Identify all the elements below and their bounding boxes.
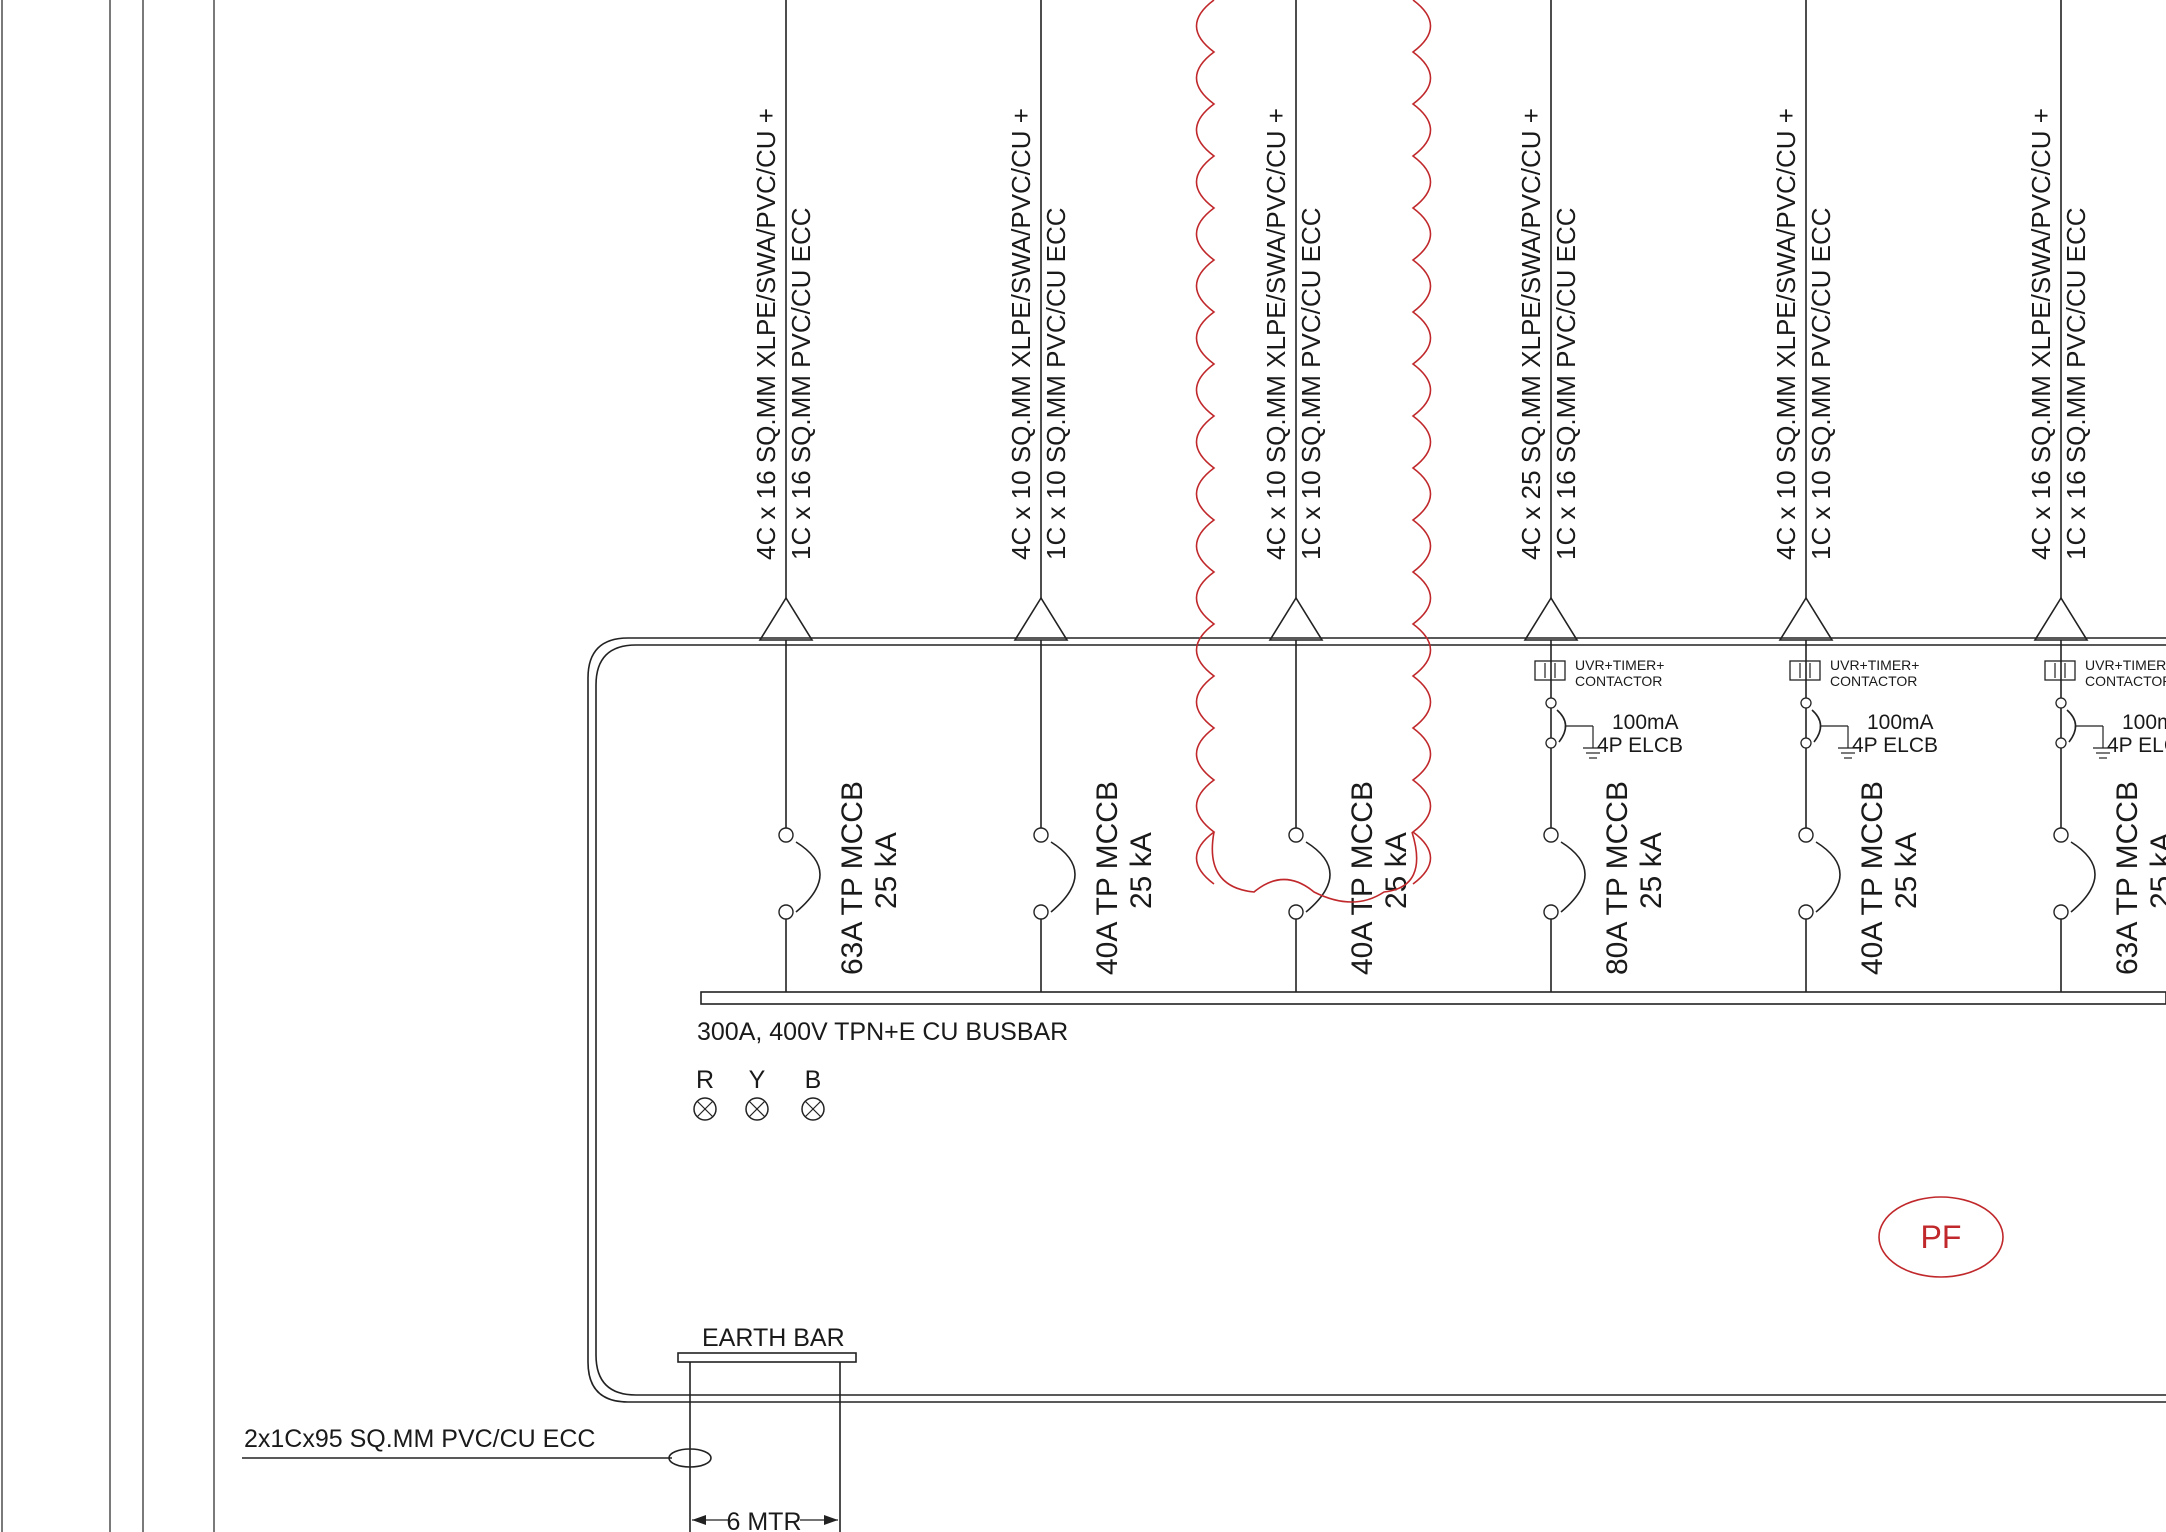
elcb-rating: 100mA — [2122, 711, 2166, 734]
revision-cloud — [1195, 0, 1432, 885]
contactor-label: UVR+TIMER+ — [1830, 657, 1919, 673]
cable-gland-triangle — [1523, 596, 1579, 641]
cable-main-label: 4C x 10 SQ.MM XLPE/SWA/PVC/CU + — [1771, 108, 1801, 560]
mccb-rating-label: 40A TP MCCB — [1091, 781, 1124, 975]
earth-bar-label: EARTH BAR — [702, 1324, 845, 1352]
feeder-1: 4C x 16 SQ.MM XLPE/SWA/PVC/CU +1C x 16 S… — [751, 0, 903, 992]
panel-enclosure — [587, 637, 2166, 1403]
elcb-contact — [1556, 709, 1567, 743]
revision-cloud-bottom — [1211, 831, 1418, 903]
contactor-label: UVR+TIMER+ — [2085, 657, 2166, 673]
elcb-type: 4P ELCB — [2107, 734, 2166, 757]
feeder-3: 4C x 10 SQ.MM XLPE/SWA/PVC/CU +1C x 10 S… — [1195, 0, 1432, 992]
mccb-rating-label: 63A TP MCCB — [2111, 781, 2144, 975]
contactor-label: CONTACTOR — [2085, 673, 2166, 689]
cable-main-label: 4C x 10 SQ.MM XLPE/SWA/PVC/CU + — [1261, 108, 1291, 560]
contactor-label: CONTACTOR — [1830, 673, 1917, 689]
cable-ecc-label: 1C x 10 SQ.MM PVC/CU ECC — [1296, 207, 1326, 560]
mccb-contact-bottom — [2053, 904, 2069, 920]
mccb-ka-label: 25 kA — [2145, 832, 2166, 909]
elcb-rating: 100mA — [1867, 711, 1934, 734]
earth-bar — [677, 1352, 857, 1363]
mccb-switch-arc — [2070, 841, 2096, 913]
mccb-ka-label: 25 kA — [1125, 832, 1158, 909]
indicator-lamp-icon — [693, 1097, 717, 1121]
mccb-contact-top — [2053, 827, 2069, 843]
mccb-contact-top — [778, 827, 794, 843]
elcb-type: 4P ELCB — [1852, 734, 1938, 757]
cable-ecc-label: 1C x 10 SQ.MM PVC/CU ECC — [1041, 207, 1071, 560]
drawing-frame — [1, 0, 215, 1532]
contactor-label: CONTACTOR — [1575, 673, 1662, 689]
elcb-contact — [2066, 709, 2077, 743]
feeder-4: 4C x 25 SQ.MM XLPE/SWA/PVC/CU +1C x 16 S… — [1516, 0, 1683, 992]
mccb-switch-arc — [1305, 841, 1331, 913]
mccb-contact-top — [1798, 827, 1814, 843]
cable-ecc-label: 1C x 16 SQ.MM PVC/CU ECC — [786, 207, 816, 560]
cable-gland-triangle — [758, 596, 814, 641]
mccb-switch-arc — [1050, 841, 1076, 913]
pf-badge-label: PF — [1921, 1219, 1962, 1255]
mccb-contact-bottom — [1543, 904, 1559, 920]
cable-ecc-label: 1C x 10 SQ.MM PVC/CU ECC — [1806, 207, 1836, 560]
mccb-rating-label: 40A TP MCCB — [1346, 781, 1379, 975]
mccb-switch-arc — [795, 841, 821, 913]
indicator-label-b: B — [805, 1066, 822, 1094]
mccb-ka-label: 25 kA — [870, 832, 903, 909]
feeder-5: 4C x 10 SQ.MM XLPE/SWA/PVC/CU +1C x 10 S… — [1771, 0, 1938, 992]
earth-ecc-label: 2x1Cx95 SQ.MM PVC/CU ECC — [244, 1425, 595, 1453]
cable-main-label: 4C x 10 SQ.MM XLPE/SWA/PVC/CU + — [1006, 108, 1036, 560]
cable-gland-triangle — [1013, 596, 1069, 641]
contactor-icon — [1789, 660, 1821, 681]
earth-bar-group: EARTH BAR 2x1Cx95 SQ.MM PVC/CU ECC 6 MTR — [242, 1324, 857, 1532]
cable-ecc-label: 1C x 16 SQ.MM PVC/CU ECC — [1551, 207, 1581, 560]
mccb-contact-top — [1288, 827, 1304, 843]
mccb-switch-arc — [1560, 841, 1586, 913]
mccb-rating-label: 80A TP MCCB — [1601, 781, 1634, 975]
contactor-icon — [1534, 660, 1566, 681]
mccb-rating-label: 40A TP MCCB — [1856, 781, 1889, 975]
indicator-lamp-icon — [745, 1097, 769, 1121]
mccb-rating-label: 63A TP MCCB — [836, 781, 869, 975]
mccb-switch-arc — [1815, 841, 1841, 913]
contactor-icon — [2044, 660, 2076, 681]
earth-distance-label: 6 MTR — [727, 1508, 802, 1532]
pf-badge: PF — [1878, 1196, 2004, 1278]
mccb-contact-top — [1033, 827, 1049, 843]
mccb-contact-bottom — [1798, 904, 1814, 920]
mccb-contact-bottom — [1033, 904, 1049, 920]
mccb-contact-top — [1543, 827, 1559, 843]
mccb-ka-label: 25 kA — [1635, 832, 1668, 909]
elcb-type: 4P ELCB — [1597, 734, 1683, 757]
busbar-label: 300A, 400V TPN+E CU BUSBAR — [697, 1018, 1068, 1046]
main-busbar — [700, 991, 2166, 1005]
feeder-6: 4C x 16 SQ.MM XLPE/SWA/PVC/CU +1C x 16 S… — [2026, 0, 2166, 992]
indicator-label-y: Y — [749, 1066, 766, 1094]
cable-main-label: 4C x 16 SQ.MM XLPE/SWA/PVC/CU + — [751, 108, 781, 560]
mccb-ka-label: 25 kA — [1380, 832, 1413, 909]
indicator-lamp-icon — [801, 1097, 825, 1121]
cable-main-label: 4C x 25 SQ.MM XLPE/SWA/PVC/CU + — [1516, 108, 1546, 560]
cable-main-label: 4C x 16 SQ.MM XLPE/SWA/PVC/CU + — [2026, 108, 2056, 560]
feeder-group: 4C x 16 SQ.MM XLPE/SWA/PVC/CU +1C x 16 S… — [751, 0, 2166, 992]
mccb-contact-bottom — [778, 904, 794, 920]
cable-gland-triangle — [1268, 596, 1324, 641]
mccb-contact-bottom — [1288, 904, 1304, 920]
cable-gland-triangle — [2033, 596, 2089, 641]
contactor-label: UVR+TIMER+ — [1575, 657, 1664, 673]
indicator-label-r: R — [696, 1066, 714, 1094]
pf-badge-ellipse — [1878, 1196, 2004, 1278]
mccb-ka-label: 25 kA — [1890, 832, 1923, 909]
elcb-contact — [1811, 709, 1822, 743]
cable-ecc-label: 1C x 16 SQ.MM PVC/CU ECC — [2061, 207, 2091, 560]
cable-gland-triangle — [1778, 596, 1834, 641]
feeder-2: 4C x 10 SQ.MM XLPE/SWA/PVC/CU +1C x 10 S… — [1006, 0, 1158, 992]
elcb-rating: 100mA — [1612, 711, 1679, 734]
